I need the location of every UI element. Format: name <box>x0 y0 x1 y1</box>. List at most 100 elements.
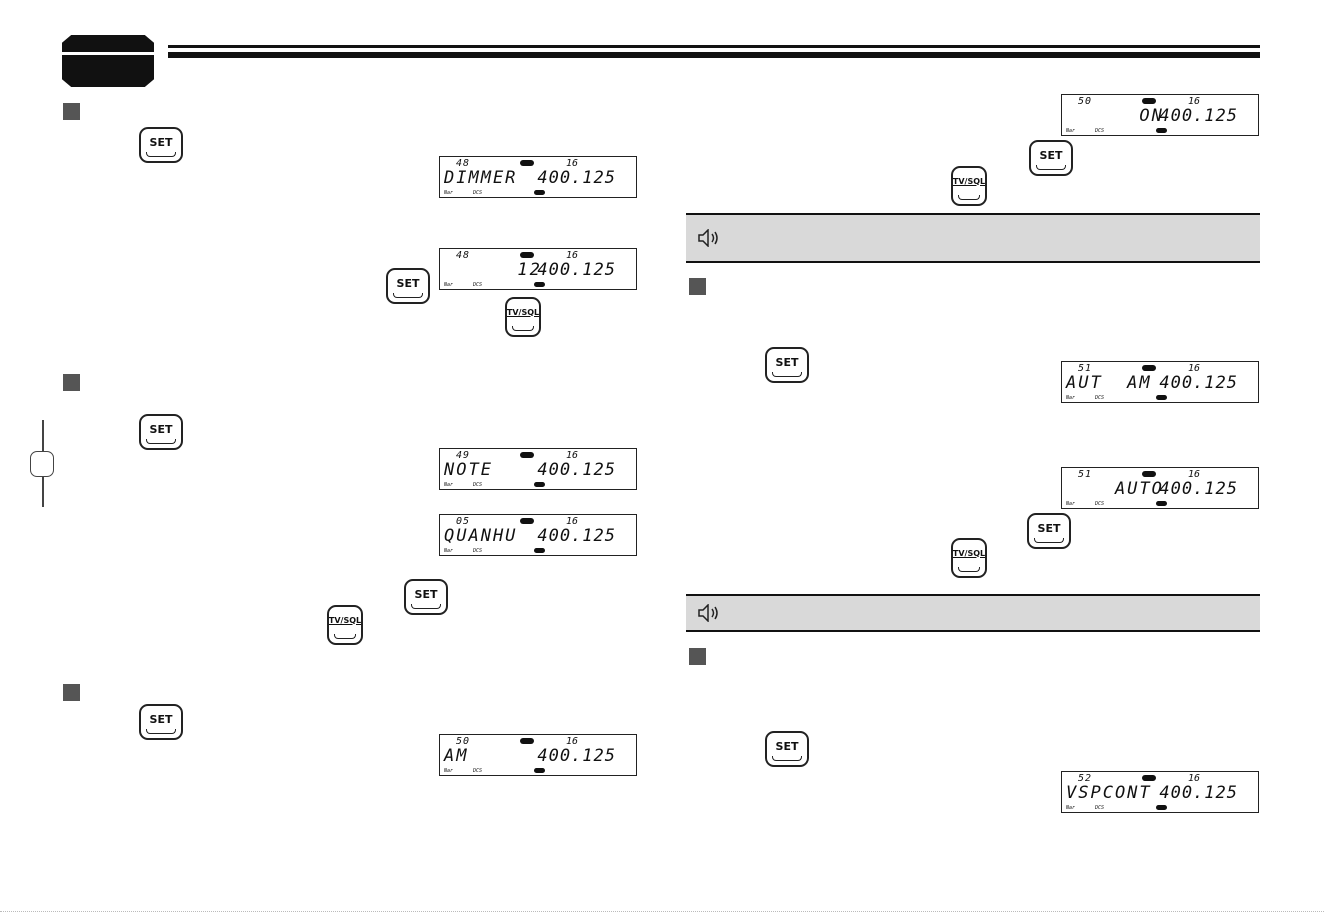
lcd-main-text: DIMMER <box>444 168 518 188</box>
lcd-display: 51 16 AUTO 400.125 Nar DCS <box>1061 467 1259 509</box>
lcd-nar-indicator: Nar <box>444 482 454 488</box>
lcd-dcs-indicator: DCS <box>473 768 483 774</box>
lcd-channel: 50 <box>1078 96 1093 107</box>
lcd-nar-indicator: Nar <box>1066 395 1076 401</box>
lcd-indicator-icon <box>520 518 534 524</box>
lcd-nar-indicator: Nar <box>444 282 454 288</box>
lcd-display: 52 16 VSPCONT 400.125 Nar DCS <box>1061 771 1259 813</box>
lcd-nar-indicator: Nar <box>444 190 454 196</box>
side-indicator-line <box>42 477 44 507</box>
lcd-indicator-icon <box>1142 98 1156 104</box>
lcd-indicator-icon <box>1142 471 1156 477</box>
tv-sql-key-icon: TV/SQL <box>951 166 987 206</box>
section-marker <box>63 374 80 391</box>
lcd-set-indicator-icon <box>534 768 545 773</box>
tv-sql-key-icon: TV/SQL <box>327 605 363 645</box>
lcd-number: 16 <box>1188 469 1201 480</box>
lcd-set-indicator-icon <box>1156 395 1167 400</box>
lcd-number: 16 <box>1188 96 1201 107</box>
lcd-main-text: AUT AM <box>1066 373 1152 393</box>
lcd-display: 50 16 AM 400.125 Nar DCS <box>439 734 637 776</box>
lcd-frequency: 400.125 <box>537 168 616 188</box>
side-indicator-line <box>42 420 44 451</box>
lcd-display: 49 16 NOTE 400.125 Nar DCS <box>439 448 637 490</box>
section-marker <box>689 278 706 295</box>
lcd-number: 16 <box>1188 363 1201 374</box>
lcd-display: 51 16 AUT AM 400.125 Nar DCS <box>1061 361 1259 403</box>
lcd-dcs-indicator: DCS <box>473 282 483 288</box>
lcd-frequency: 400.125 <box>537 526 616 546</box>
lcd-set-indicator-icon <box>534 548 545 553</box>
chapter-tab-stripe <box>62 52 154 55</box>
lcd-main-text: AM <box>444 746 469 766</box>
lcd-nar-indicator: Nar <box>1066 501 1076 507</box>
lcd-main-text: NOTE <box>444 460 493 480</box>
set-key-icon: SET <box>1027 513 1071 549</box>
lcd-set-indicator-icon <box>1156 501 1167 506</box>
lcd-frequency: 400.125 <box>537 260 616 280</box>
lcd-number: 16 <box>566 250 579 261</box>
set-key-icon: SET <box>765 347 809 383</box>
lcd-set-indicator-icon <box>1156 805 1167 810</box>
lcd-channel: 48 <box>456 250 471 261</box>
lcd-frequency: 400.125 <box>537 460 616 480</box>
lcd-display: 48 16 DIMMER 400.125 Nar DCS <box>439 156 637 198</box>
set-key-icon: SET <box>139 127 183 163</box>
set-key-icon: SET <box>1029 140 1073 176</box>
lcd-nar-indicator: Nar <box>1066 128 1076 134</box>
lcd-dcs-indicator: DCS <box>473 482 483 488</box>
lcd-channel: 48 <box>456 158 471 169</box>
lcd-indicator-icon <box>1142 365 1156 371</box>
lcd-set-indicator-icon <box>534 482 545 487</box>
side-indicator <box>30 451 54 477</box>
lcd-dcs-indicator: DCS <box>1095 501 1105 507</box>
lcd-channel: 50 <box>456 736 471 747</box>
lcd-channel: 52 <box>1078 773 1093 784</box>
lcd-frequency: 400.125 <box>537 746 616 766</box>
lcd-channel: 49 <box>456 450 471 461</box>
lcd-frequency: 400.125 <box>1159 373 1238 393</box>
set-key-icon: SET <box>404 579 448 615</box>
section-marker <box>689 648 706 665</box>
lcd-channel: 51 <box>1078 363 1093 374</box>
lcd-display: 50 16 ON 400.125 Nar DCS <box>1061 94 1259 136</box>
lcd-channel: 05 <box>456 516 471 527</box>
lcd-indicator-icon <box>520 160 534 166</box>
lcd-set-indicator-icon <box>534 190 545 195</box>
lcd-main-text: QUANHU <box>444 526 518 546</box>
lcd-frequency: 400.125 <box>1159 479 1238 499</box>
lcd-indicator-icon <box>520 252 534 258</box>
tv-sql-key-icon: TV/SQL <box>505 297 541 337</box>
lcd-display: 48 16 12 400.125 Nar DCS <box>439 248 637 290</box>
lcd-nar-indicator: Nar <box>444 548 454 554</box>
set-key-icon: SET <box>139 704 183 740</box>
set-key-icon: SET <box>386 268 430 304</box>
lcd-nar-indicator: Nar <box>1066 805 1076 811</box>
lcd-main-text: VSPCONT <box>1066 783 1152 803</box>
lcd-channel: 51 <box>1078 469 1093 480</box>
lcd-main-text: AUTO <box>1066 479 1164 499</box>
lcd-frequency: 400.125 <box>1159 106 1238 126</box>
section-marker <box>63 684 80 701</box>
lcd-number: 16 <box>566 450 579 461</box>
header-rule <box>168 45 1260 48</box>
lcd-nar-indicator: Nar <box>444 768 454 774</box>
lcd-dcs-indicator: DCS <box>473 190 483 196</box>
set-key-icon: SET <box>139 414 183 450</box>
set-key-icon: SET <box>765 731 809 767</box>
speaker-icon <box>698 229 718 247</box>
lcd-frequency: 400.125 <box>1159 783 1238 803</box>
lcd-set-indicator-icon <box>534 282 545 287</box>
lcd-indicator-icon <box>520 452 534 458</box>
lcd-set-indicator-icon <box>1156 128 1167 133</box>
lcd-display: 05 16 QUANHU 400.125 Nar DCS <box>439 514 637 556</box>
section-marker <box>63 103 80 120</box>
header-rule-thick <box>168 52 1260 58</box>
lcd-dcs-indicator: DCS <box>473 548 483 554</box>
lcd-number: 16 <box>1188 773 1201 784</box>
lcd-number: 16 <box>566 736 579 747</box>
lcd-indicator-icon <box>1142 775 1156 781</box>
lcd-indicator-icon <box>520 738 534 744</box>
note-box <box>686 213 1260 263</box>
lcd-dcs-indicator: DCS <box>1095 395 1105 401</box>
